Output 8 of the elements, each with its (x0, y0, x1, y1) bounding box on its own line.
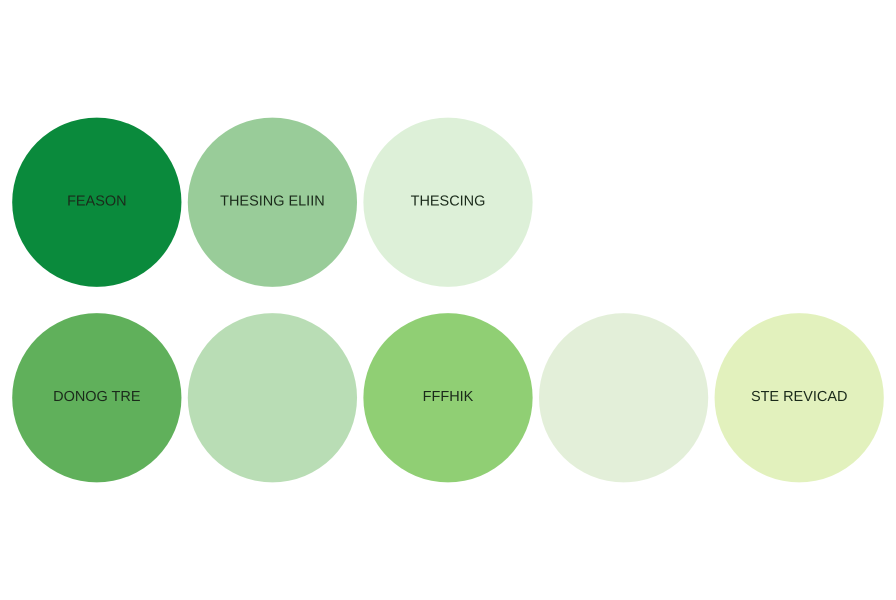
node-circle (538, 313, 708, 482)
node-circle: FFFHIK (363, 313, 533, 482)
node-circle: DONOG TRE (12, 313, 182, 482)
node-circle (188, 313, 358, 482)
node-circle: THESING ELIIN (188, 118, 358, 287)
node-circle: THESCING (363, 118, 533, 287)
node-circle: STE REVICAD (714, 313, 884, 482)
node-circle: FEASON (12, 118, 182, 287)
